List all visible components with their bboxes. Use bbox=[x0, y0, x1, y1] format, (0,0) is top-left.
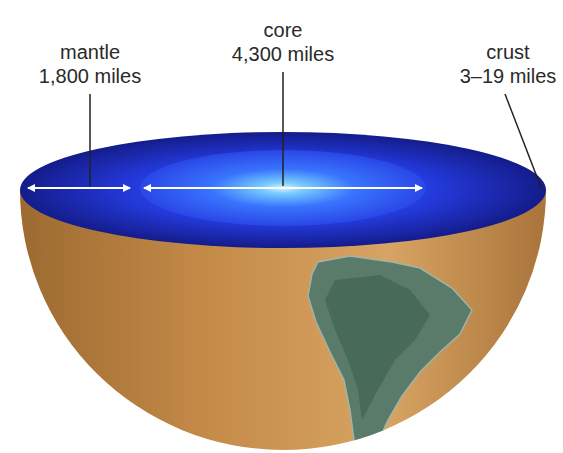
dimension-label: 1,800 miles bbox=[39, 64, 141, 88]
leader-line bbox=[89, 94, 91, 186]
layer-name: core bbox=[264, 18, 303, 42]
dimension-label: 4,300 miles bbox=[232, 42, 334, 66]
continent bbox=[308, 256, 472, 453]
mantle-arrow bbox=[28, 187, 130, 189]
core-arrow bbox=[144, 187, 422, 189]
leader-line bbox=[505, 94, 542, 190]
layer-name: crust bbox=[486, 40, 529, 64]
dimension-label: 3–19 miles bbox=[460, 64, 557, 88]
leader-line bbox=[282, 72, 284, 186]
layer-name: mantle bbox=[60, 40, 120, 64]
